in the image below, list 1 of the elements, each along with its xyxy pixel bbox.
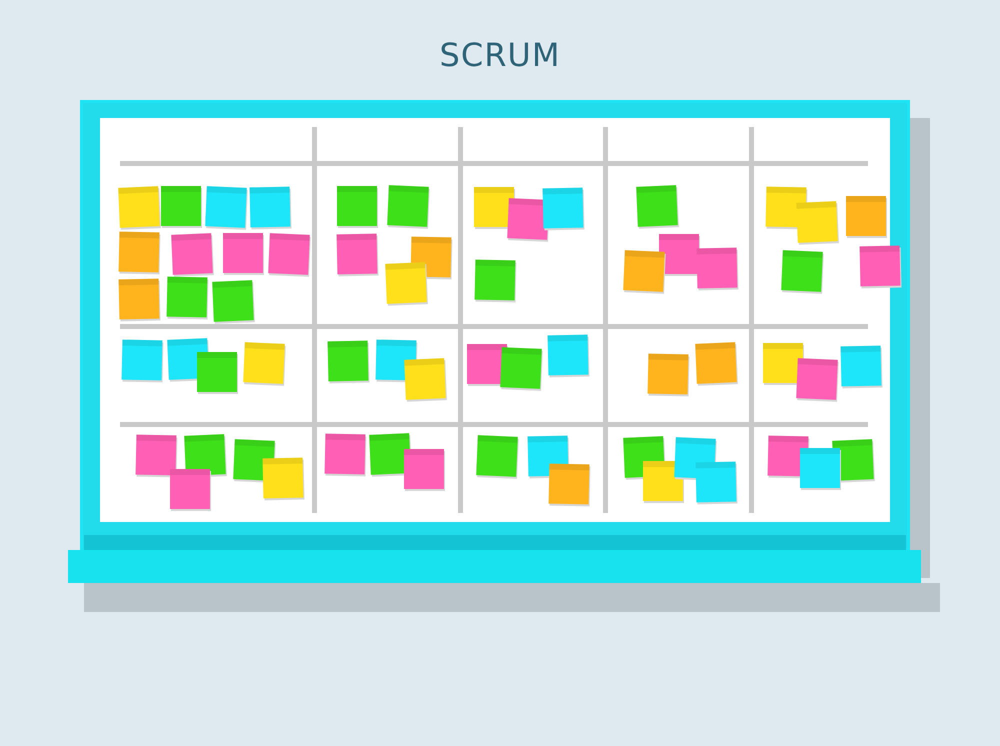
title: SCRUM [440,36,560,74]
